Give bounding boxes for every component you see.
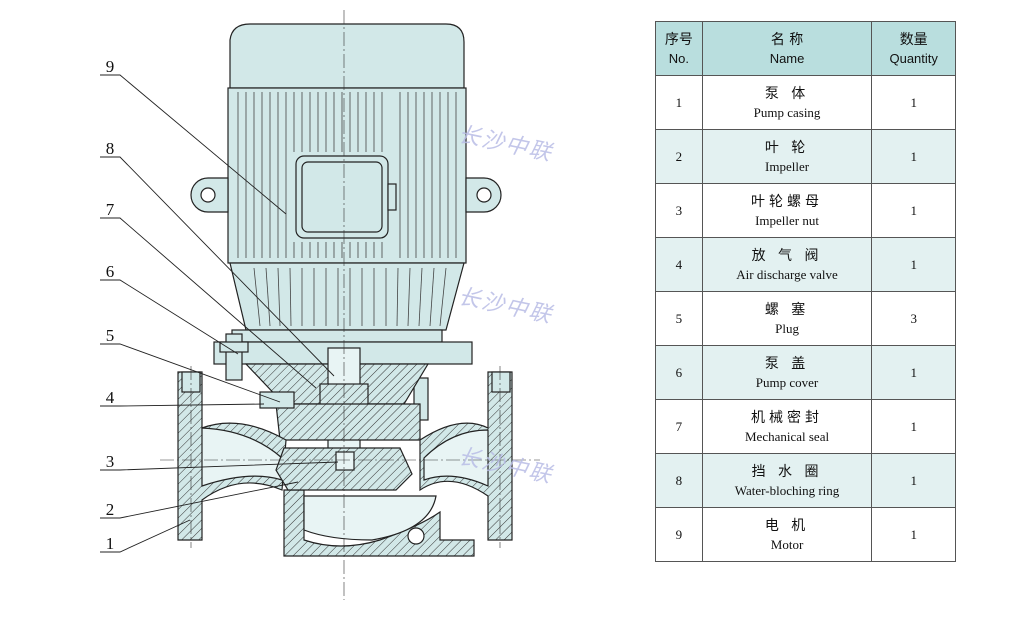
callout-3: 3 xyxy=(106,452,115,471)
cell-quantity: 1 xyxy=(871,237,956,292)
cell-quantity: 1 xyxy=(871,345,956,400)
cell-quantity: 3 xyxy=(871,291,956,346)
callout-4: 4 xyxy=(106,388,115,407)
callout-9: 9 xyxy=(106,57,115,76)
volute-bottom xyxy=(283,489,475,557)
motor-top-cap xyxy=(229,23,465,89)
callout-2: 2 xyxy=(106,500,115,519)
lifting-eye-right xyxy=(465,177,502,213)
callout-5: 5 xyxy=(106,326,115,345)
cell-quantity: 1 xyxy=(871,507,956,562)
motor-skirt xyxy=(229,262,465,331)
cell-no: 2 xyxy=(655,129,703,184)
cell-quantity: 1 xyxy=(871,75,956,130)
cell-no: 3 xyxy=(655,183,703,238)
cell-quantity: 1 xyxy=(871,129,956,184)
cell-no: 4 xyxy=(655,237,703,292)
cell-no: 9 xyxy=(655,507,703,562)
cell-no: 8 xyxy=(655,453,703,508)
air-discharge-valve xyxy=(259,391,295,409)
pump-sectional-drawing: 9 8 7 6 5 4 3 2 1 xyxy=(100,10,540,600)
cell-no: 1 xyxy=(655,75,703,130)
callout-8: 8 xyxy=(106,139,115,158)
cell-quantity: 1 xyxy=(871,399,956,454)
cell-quantity: 1 xyxy=(871,453,956,508)
lifting-eye-left xyxy=(190,177,229,213)
cell-no: 5 xyxy=(655,291,703,346)
plug-right xyxy=(491,371,511,393)
leader-lines xyxy=(100,74,339,553)
pump-cover xyxy=(275,403,421,441)
cell-no: 7 xyxy=(655,399,703,454)
cell-quantity: 1 xyxy=(871,183,956,238)
centre-lines xyxy=(160,10,540,600)
motor-fins xyxy=(237,92,457,327)
cell-no: 6 xyxy=(655,345,703,400)
callout-7: 7 xyxy=(106,200,115,219)
impeller-nut xyxy=(335,451,355,471)
callout-1: 1 xyxy=(106,534,115,553)
bolt-left xyxy=(225,333,243,381)
callout-6: 6 xyxy=(106,262,115,281)
